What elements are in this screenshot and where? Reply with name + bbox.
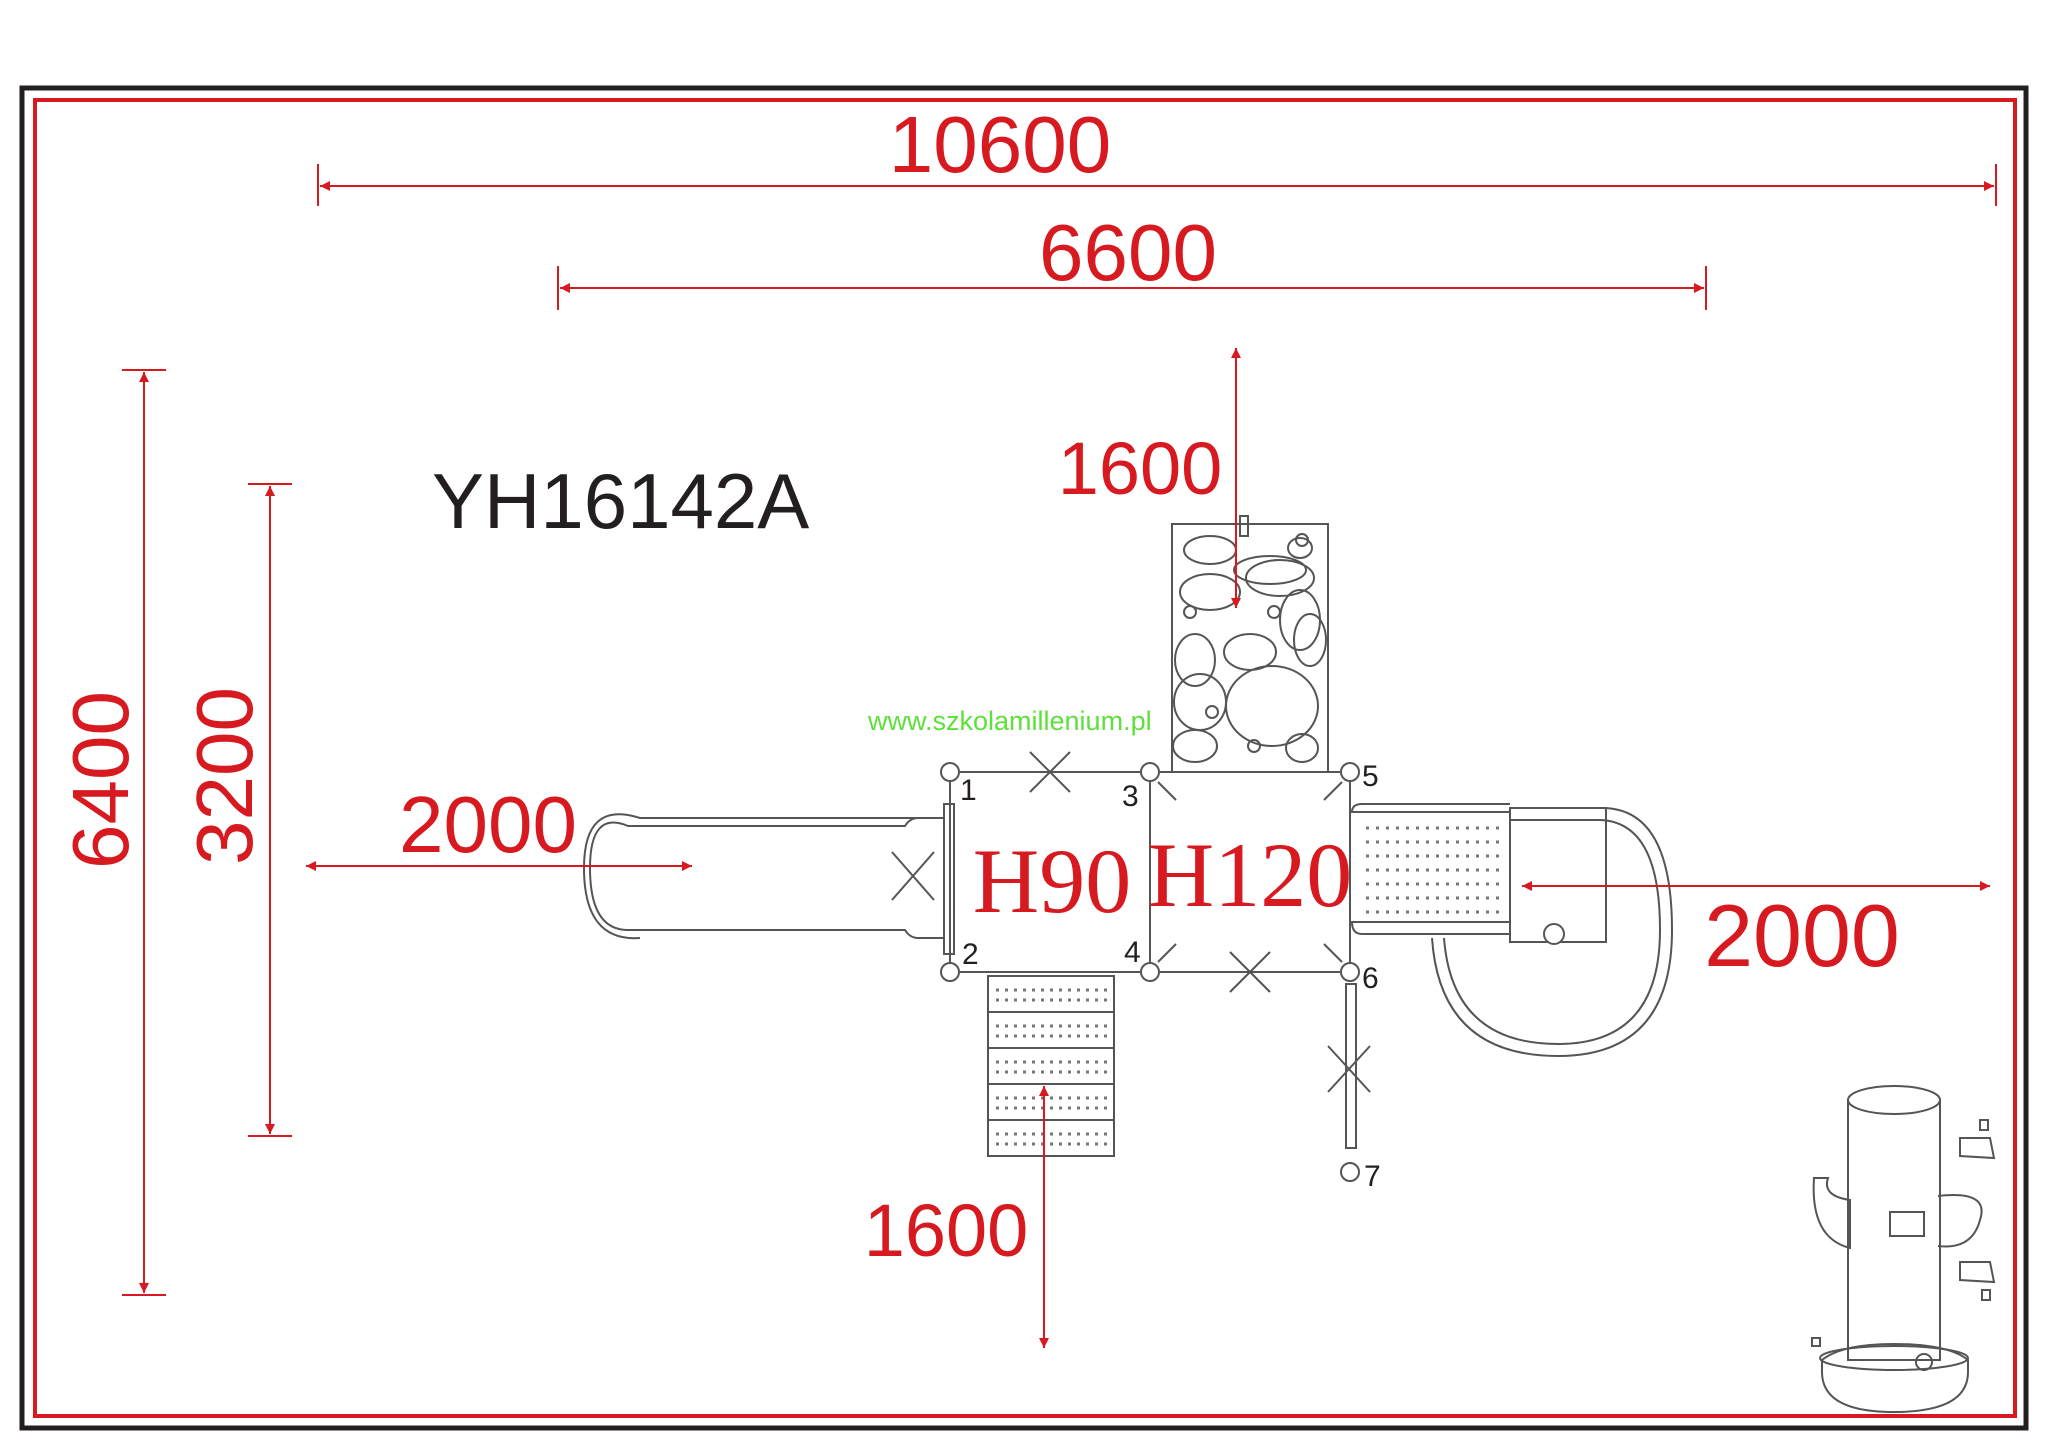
dimension-clearance-top: 1600 <box>1058 348 1241 608</box>
deck-height-label: 3200 <box>180 687 269 865</box>
dimension-overall-width: 10600 <box>317 100 1997 206</box>
post-label-3: 3 <box>1122 780 1139 813</box>
clearance-left-label: 2000 <box>399 780 577 869</box>
dimension-deck-width: 6600 <box>557 208 1707 310</box>
spiral-slide <box>1349 796 1674 1058</box>
post-7 <box>1340 1162 1360 1182</box>
post-1 <box>940 762 960 782</box>
dimension-clearance-bottom: 1600 <box>864 1086 1049 1348</box>
climbing-wall <box>1171 515 1329 773</box>
dimension-deck-height: 3200 <box>180 483 292 1137</box>
side-rail <box>1327 983 1371 1149</box>
posts <box>940 762 1360 1182</box>
steps <box>987 975 1115 1157</box>
dimension-overall-height: 6400 <box>56 369 166 1296</box>
clearance-bottom-label: 1600 <box>864 1189 1029 1272</box>
post-4 <box>1140 962 1160 982</box>
post-2 <box>940 962 960 982</box>
post-6 <box>1340 962 1360 982</box>
clearance-top-label: 1600 <box>1058 427 1223 510</box>
inner-frame <box>33 98 2017 1418</box>
left-slide <box>582 803 955 955</box>
post-5 <box>1340 762 1360 782</box>
post-label-2: 2 <box>962 938 979 971</box>
platform-h120-label: H120 <box>1148 824 1352 926</box>
post-label-5: 5 <box>1362 760 1379 793</box>
dimension-clearance-right: 2000 <box>1522 881 1990 985</box>
deck-width-label: 6600 <box>1039 208 1217 297</box>
post-label-6: 6 <box>1362 962 1379 995</box>
website-watermark: www.szkolamillenium.pl <box>867 706 1152 736</box>
clearance-right-label: 2000 <box>1704 886 1900 985</box>
outer-frame <box>19 85 2029 1431</box>
deck-platforms: H90 H120 <box>949 751 1352 993</box>
overall-height-label: 6400 <box>56 691 145 869</box>
post-label-4: 4 <box>1124 936 1141 969</box>
post-labels: 1 2 3 4 5 6 7 <box>960 760 1381 1193</box>
overall-width-label: 10600 <box>889 100 1111 189</box>
dimension-clearance-left: 2000 <box>306 780 692 871</box>
post-3 <box>1140 762 1160 782</box>
post-label-1: 1 <box>960 774 977 807</box>
model-code: YH16142A <box>432 457 809 545</box>
post-label-7: 7 <box>1364 1160 1381 1193</box>
post-connector-illustration <box>1811 1085 1996 1414</box>
platform-h90-label: H90 <box>973 830 1131 932</box>
